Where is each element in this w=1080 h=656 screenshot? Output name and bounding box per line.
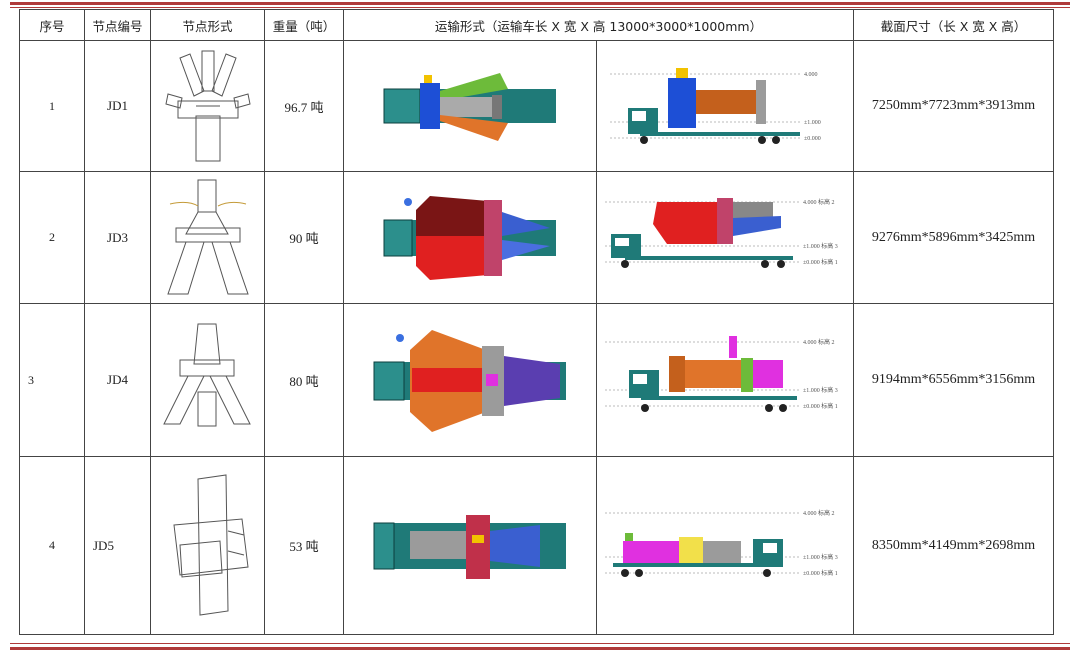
node-sketch (150, 40, 265, 172)
elevation-label: ±1.000 标高 3 (803, 553, 838, 561)
node-sketch (150, 303, 265, 457)
row-weight: 53 吨 (264, 456, 344, 635)
node-transport-table: 序号 节点编号 节点形式 重量（吨） 运输形式（运输车长 X 宽 X 高 130… (19, 9, 1054, 635)
elevation-label: 4.000 (804, 72, 818, 78)
elevation-label: ±0.000 (804, 136, 821, 142)
truck-side-view-4: 4.000 标高 2 ±1.000 标高 3 ±0.000 标高 1 (605, 509, 838, 577)
node-sketch-jd3 (166, 179, 249, 294)
transport-top-view (343, 171, 597, 304)
row-section: 9194mm*6556mm*3156mm (853, 303, 1054, 457)
truck-top-view-4 (373, 514, 566, 579)
elevation-label: 4.000 标高 2 (803, 198, 835, 206)
row-section: 9276mm*5896mm*3425mm (853, 171, 1054, 304)
bottom-rule (10, 647, 1070, 650)
transport-side-view: 4.000 ±1.000 ±0.000 (596, 40, 854, 172)
row-weight: 96.7 吨 (264, 40, 344, 172)
row-seq: 4 (19, 456, 85, 635)
header-transport: 运输形式（运输车长 X 宽 X 高 13000*3000*1000mm） (343, 9, 854, 41)
top-rule-thin (10, 7, 1070, 8)
elevation-label: ±0.000 标高 1 (803, 569, 838, 577)
truck-side-view-2: 4.000 标高 2 ±1.000 标高 3 ±0.000 标高 1 (605, 197, 838, 268)
table-row: 2 JD3 90 吨 (19, 171, 1054, 304)
table-row: 3 JD4 80 吨 (19, 303, 1054, 457)
header-node-form: 节点形式 (150, 9, 265, 41)
truck-top-view-3 (373, 330, 566, 432)
transport-side-view: 4.000 标高 2 ±1.000 标高 3 ±0.000 标高 1 (596, 171, 854, 304)
elevation-label: 4.000 标高 2 (803, 338, 835, 346)
row-seq: 3 (19, 303, 85, 457)
transport-side-view: 4.000 标高 2 ±1.000 标高 3 ±0.000 标高 1 (596, 303, 854, 457)
row-section: 7250mm*7723mm*3913mm (853, 40, 1054, 172)
elevation-label: ±0.000 标高 1 (803, 258, 838, 266)
node-sketch-jd5 (172, 473, 249, 616)
row-section: 8350mm*4149mm*2698mm (853, 456, 1054, 635)
elevation-label: ±1.000 标高 3 (803, 386, 838, 394)
elevation-label: ±1.000 (804, 120, 821, 126)
truck-top-view-1 (383, 73, 556, 141)
node-sketch (150, 456, 265, 635)
header-weight: 重量（吨） (264, 9, 344, 41)
header-seq: 序号 (19, 9, 85, 41)
elevation-label: 4.000 标高 2 (803, 509, 835, 517)
row-node-id: JD5 (84, 456, 151, 635)
node-sketch (150, 171, 265, 304)
truck-top-view-2 (383, 195, 556, 280)
node-sketch-jd4 (162, 323, 251, 427)
elevation-label: ±0.000 标高 1 (803, 402, 838, 410)
row-node-id: JD3 (84, 171, 151, 304)
row-seq: 2 (19, 171, 85, 304)
node-sketch-jd1 (164, 50, 251, 162)
header-node-id: 节点编号 (84, 9, 151, 41)
header-row: 序号 节点编号 节点形式 重量（吨） 运输形式（运输车长 X 宽 X 高 130… (19, 9, 1054, 41)
table-row: 1 JD1 96.7 吨 (19, 40, 1054, 172)
transport-side-view: 4.000 标高 2 ±1.000 标高 3 ±0.000 标高 1 (596, 456, 854, 635)
transport-top-view (343, 456, 597, 635)
truck-side-view-1: 4.000 ±1.000 ±0.000 (610, 68, 821, 144)
top-rule (10, 2, 1070, 5)
row-node-id: JD4 (84, 303, 151, 457)
table-row: 4 JD5 53 吨 (19, 456, 1054, 635)
transport-top-view (343, 40, 597, 172)
truck-side-view-3: 4.000 标高 2 ±1.000 标高 3 ±0.000 标高 1 (605, 336, 838, 412)
header-section: 截面尺寸（长 X 宽 X 高） (853, 9, 1054, 41)
bottom-rule-thin (10, 643, 1070, 644)
row-weight: 90 吨 (264, 171, 344, 304)
row-seq: 1 (19, 40, 85, 172)
row-node-id: JD1 (84, 40, 151, 172)
elevation-label: ±1.000 标高 3 (803, 242, 838, 250)
row-weight: 80 吨 (264, 303, 344, 457)
transport-top-view (343, 303, 597, 457)
